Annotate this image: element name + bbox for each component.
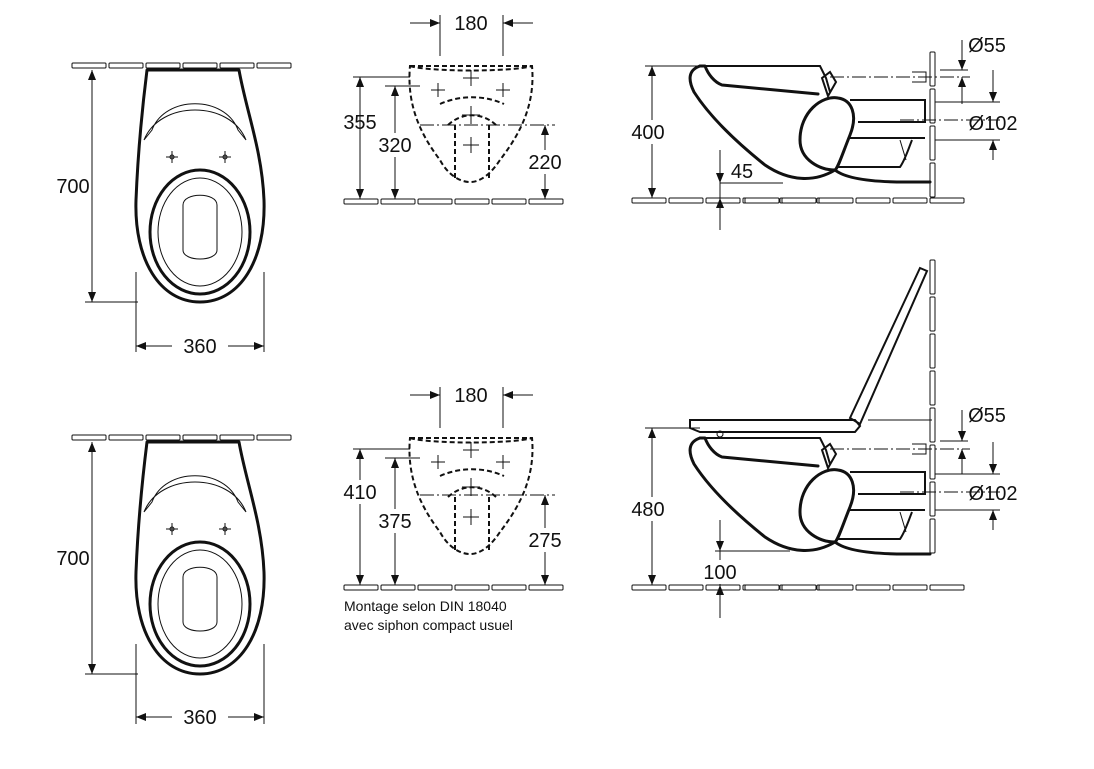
side-view-bottom: 480 100 Ø55 Ø102 bbox=[628, 259, 1018, 618]
rear-outlet-height-bottom: 275 bbox=[528, 530, 561, 552]
rear-fixing-height-top: 355 bbox=[343, 112, 376, 134]
mounting-note-line2: avec siphon compact usuel bbox=[344, 617, 513, 633]
side-inlet-diameter-top: Ø55 bbox=[968, 35, 1006, 57]
front-width-top: 360 bbox=[183, 336, 216, 358]
rear-fixing-spacing-bottom: 180 bbox=[454, 385, 487, 407]
front-view-bottom: 700 360 bbox=[56, 434, 292, 729]
toilet-seat bbox=[689, 419, 862, 433]
side-offset-top: 45 bbox=[731, 161, 753, 183]
rear-outlet-height-top: 220 bbox=[528, 152, 561, 174]
side-outlet-diameter-top: Ø102 bbox=[969, 113, 1018, 135]
toilet-lid bbox=[848, 266, 929, 426]
side-rim-height-bottom: 480 bbox=[631, 499, 664, 521]
side-offset-bottom: 100 bbox=[703, 562, 736, 584]
rear-view-bottom: 180 410 375 275 Montage selon DIN 18040 … bbox=[337, 385, 568, 633]
rear-inlet-height-top: 320 bbox=[378, 135, 411, 157]
side-rim-height-top: 400 bbox=[631, 122, 664, 144]
side-inlet-diameter-bottom: Ø55 bbox=[968, 405, 1006, 427]
rear-fixing-spacing-top: 180 bbox=[454, 13, 487, 35]
rear-fixing-height-bottom: 410 bbox=[343, 482, 376, 504]
rear-inlet-height-bottom: 375 bbox=[378, 511, 411, 533]
mounting-note-line1: Montage selon DIN 18040 bbox=[344, 598, 507, 614]
front-height-bottom: 700 bbox=[56, 548, 89, 570]
side-outlet-diameter-bottom: Ø102 bbox=[969, 483, 1018, 505]
rear-view-top: 180 355 320 220 bbox=[343, 13, 568, 205]
front-width-bottom: 360 bbox=[183, 707, 216, 729]
front-view-top: 700 360 bbox=[56, 62, 292, 358]
side-view-top: 400 45 Ø55 Ø102 bbox=[628, 35, 1017, 230]
front-height-top: 700 bbox=[56, 176, 89, 198]
